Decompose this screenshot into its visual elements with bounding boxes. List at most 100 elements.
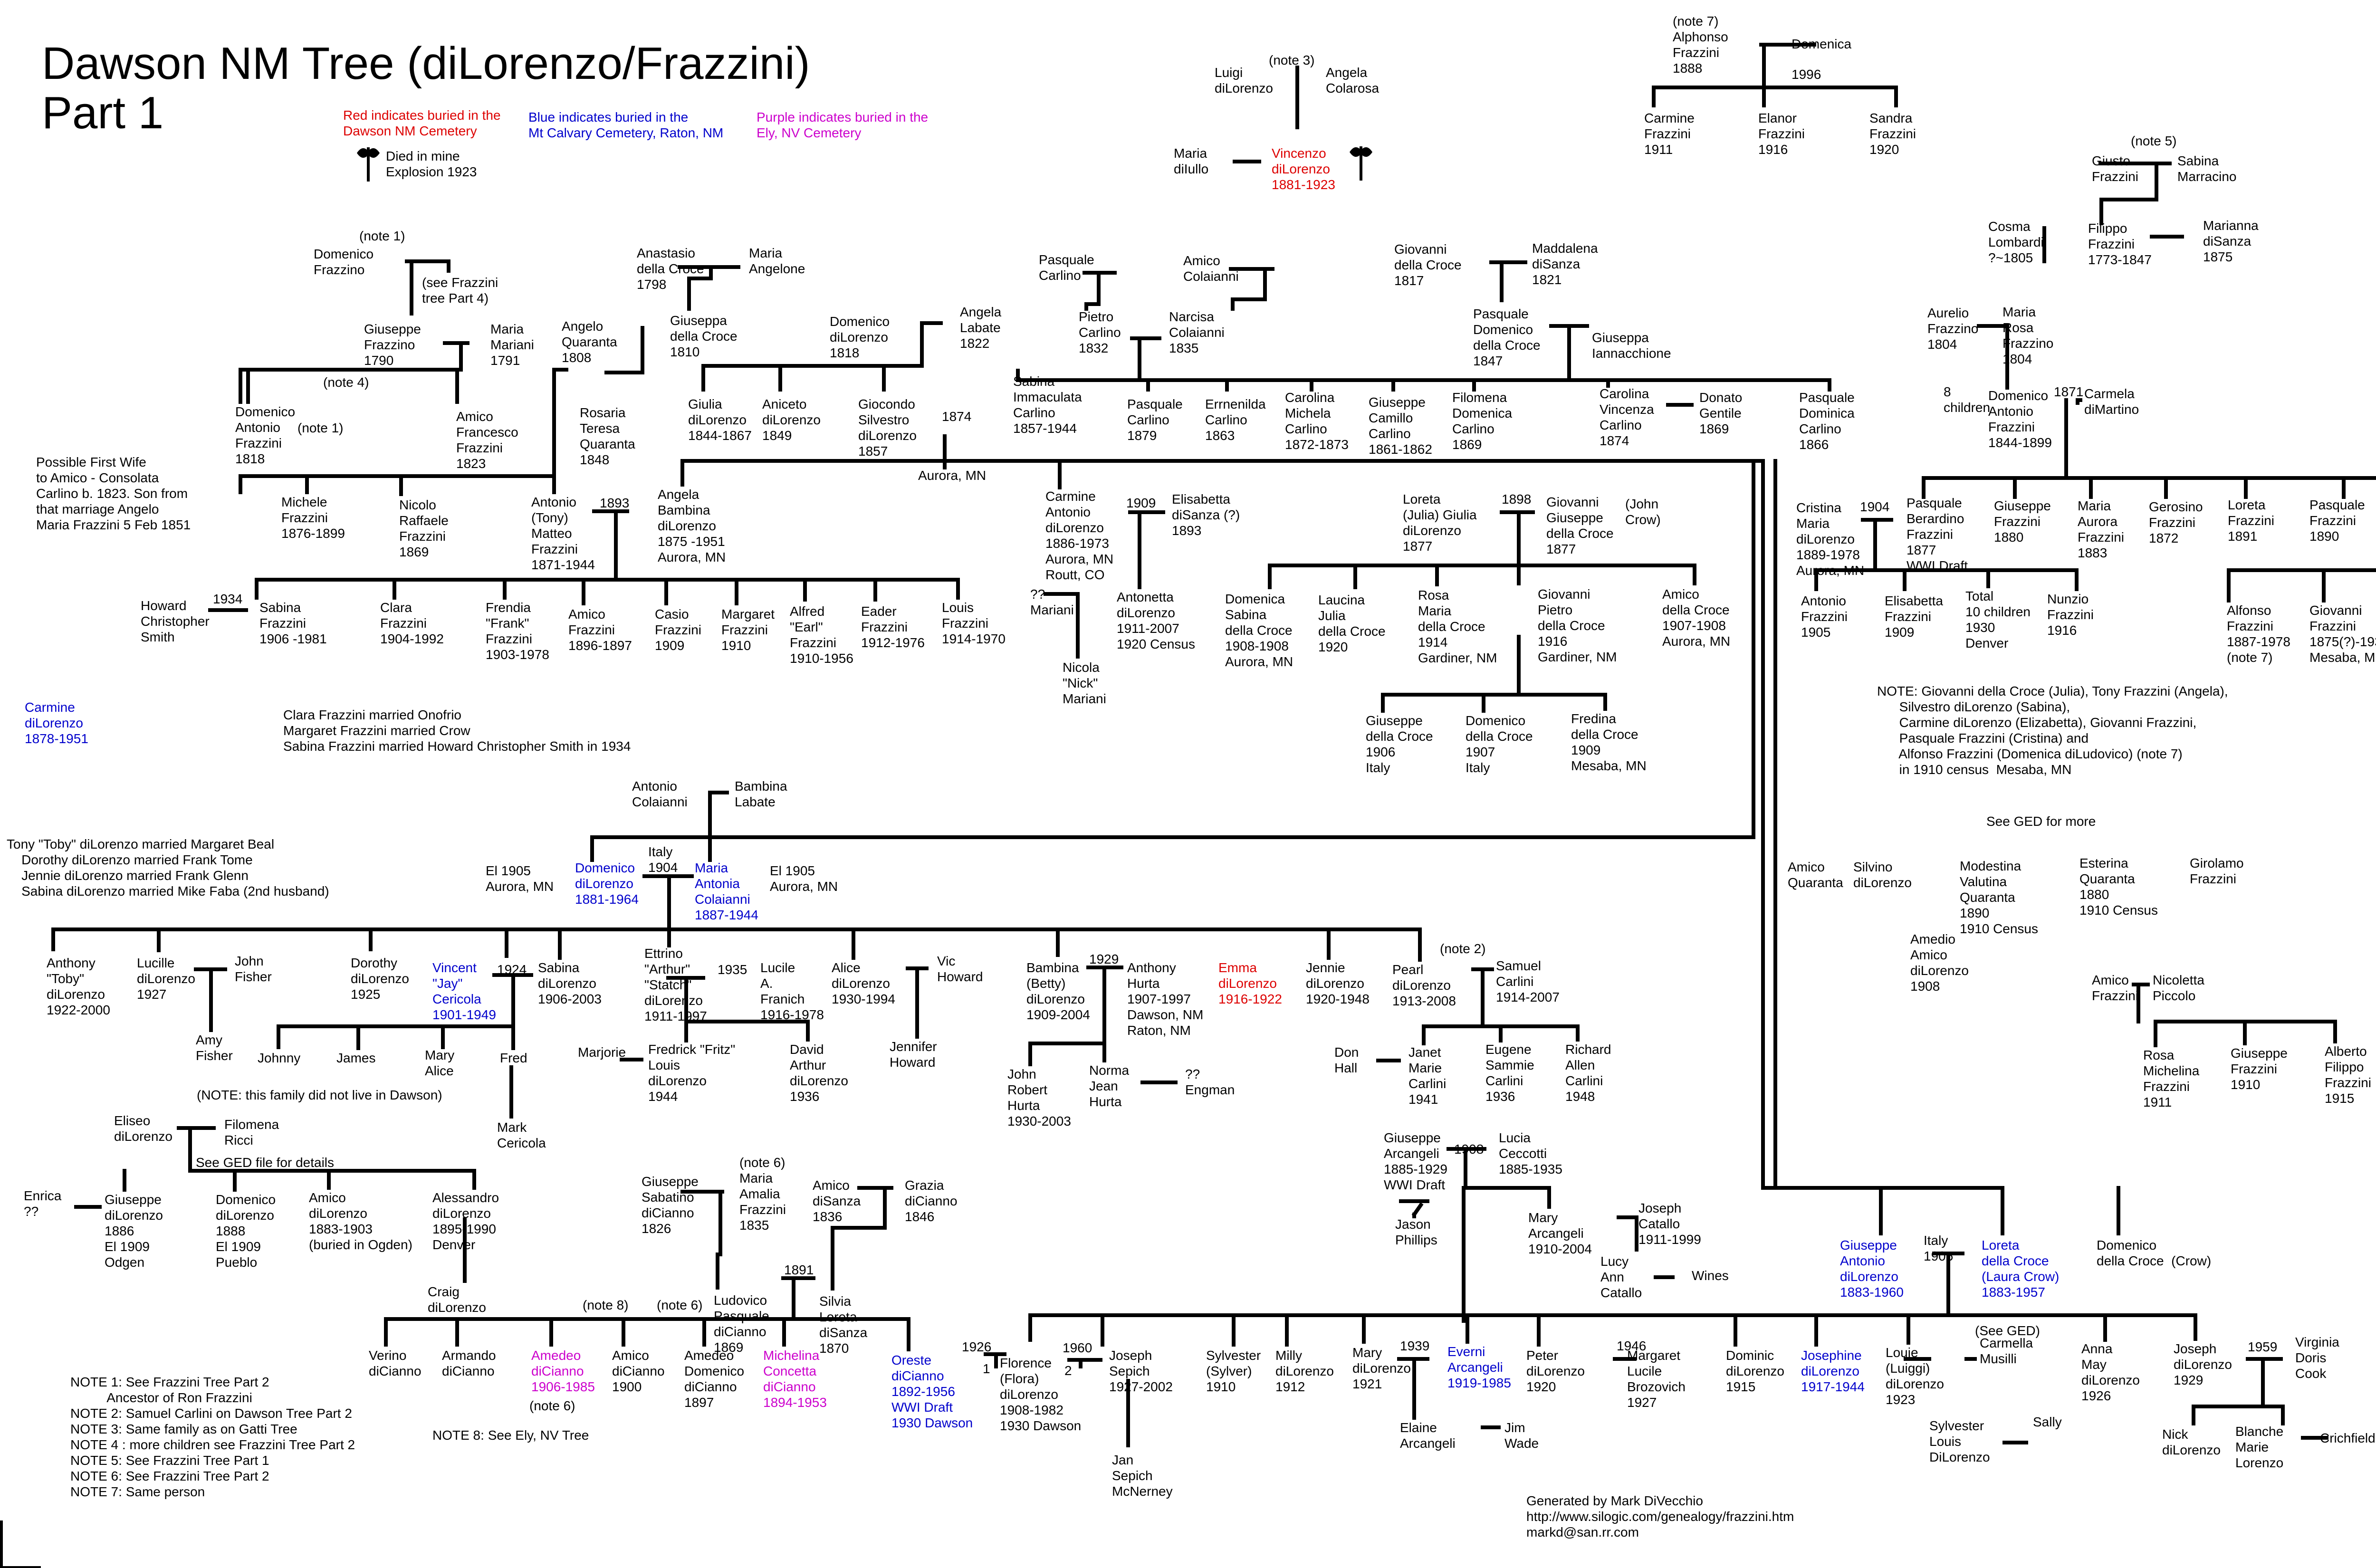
person-label: Girolamo Frazzini <box>2190 856 2244 886</box>
person-label: 1874 <box>942 409 972 424</box>
person-label: Carolina Vincenza Carlino 1874 <box>1600 386 1654 448</box>
person-label: Angela Colarosa <box>1326 65 1380 96</box>
person-label: El 1905 Aurora, MN <box>770 863 838 894</box>
person-label: Bambina Labate <box>735 779 787 809</box>
person-label: Josephine diLorenzo 1917-1944 <box>1801 1348 1865 1394</box>
person-label: Silvino diLorenzo <box>1853 860 1912 890</box>
person-label: Mary diLorenzo 1921 <box>1352 1345 1411 1391</box>
person-label: Amedeo Domenico diCianno 1897 <box>684 1348 745 1410</box>
person-label: Mary Arcangeli 1910-2004 <box>1528 1210 1592 1256</box>
person-label: Fredrick "Fritz" Louis diLorenzo 1944 <box>648 1042 736 1104</box>
person-label: (note 1) <box>359 229 405 243</box>
person-label: (note 6) Maria Amalia Frazzini 1835 <box>739 1155 786 1233</box>
person-label: Sally <box>2033 1415 2062 1429</box>
person-label: Aurelio Frazzino 1804 <box>1927 306 1979 352</box>
person-label: Maddalena diSanza 1821 <box>1532 241 1598 287</box>
person-label: Louie (Luiggi) diLorenzo 1923 <box>1886 1345 1944 1407</box>
person-label: Elaine Arcangeli <box>1400 1420 1456 1451</box>
person-label: Richard Allen Carlini 1948 <box>1565 1042 1611 1104</box>
person-label: (see Frazzini tree Part 4) <box>422 275 498 306</box>
person-label: Giuseppe Camillo Carlino 1861-1862 <box>1369 395 1432 457</box>
person-label: Domenico diLorenzo 1888 El 1909 Pueblo <box>216 1192 276 1270</box>
person-label: 1926 <box>962 1339 992 1354</box>
person-label: Giovanni Pietro della Croce 1916 Gardine… <box>1538 587 1617 664</box>
person-label: See GED for more <box>1986 814 2096 829</box>
person-label: Italy 1905 <box>1924 1233 1954 1263</box>
legend-mine: Died in mine Explosion 1923 <box>386 149 477 179</box>
person-label: Johnny <box>258 1051 301 1065</box>
person-label: Craig diLorenzo <box>428 1284 486 1315</box>
person-label: Filomena Ricci <box>224 1117 279 1147</box>
person-label: Sabina Immaculata Carlino 1857-1944 <box>1013 374 1082 436</box>
person-label: Michelina Concetta diCianno 1894-1953 <box>763 1348 827 1410</box>
person-label: Italy 1904 <box>648 844 678 875</box>
person-label: Lucille diLorenzo 1927 <box>137 956 195 1002</box>
person-label: 1935 <box>718 962 747 977</box>
person-label: 1908 <box>1454 1142 1484 1157</box>
person-label: Carmine diLorenzo 1878-1951 <box>25 700 88 746</box>
person-label: Frendia "Frank" Frazzini 1903-1978 <box>486 600 549 662</box>
person-label: Laucina Julia della Croce 1920 <box>1318 593 1386 654</box>
person-label: Michele Frazzini 1876-1899 <box>281 495 345 541</box>
person-label: (note 8) <box>583 1298 629 1312</box>
person-label: Amico Colaianni <box>1183 253 1239 284</box>
person-label: Antonio Colaianni <box>632 779 688 809</box>
person-label: Maria diIullo <box>1174 146 1209 176</box>
person-label: Milly diLorenzo 1912 <box>1275 1348 1334 1394</box>
person-label: Giovanni della Croce 1817 <box>1394 242 1462 288</box>
person-label: Amico Quaranta <box>1788 860 1843 890</box>
legend-red: Red indicates buried in the Dawson NM Ce… <box>343 108 501 138</box>
person-label: Margaret Frazzini 1910 <box>721 607 775 653</box>
person-label: Aurora, MN <box>918 468 987 483</box>
person-label: Joseph Catallo 1911-1999 <box>1638 1201 1701 1247</box>
person-label: Florence (Flora) diLorenzo 1908-1982 193… <box>1000 1356 1082 1433</box>
person-label: Jim Wade <box>1504 1420 1539 1451</box>
person-label: Jennifer Howard <box>890 1039 937 1070</box>
person-label: Domenico diLorenzo 1818 <box>830 314 890 360</box>
person-label: Loreta (Julia) Giulia diLorenzo 1877 <box>1403 492 1477 554</box>
person-label: Bambina (Betty) diLorenzo 1909-2004 <box>1026 960 1090 1022</box>
person-label: Joseph diLorenzo 1929 <box>2174 1341 2232 1387</box>
person-label: Dominic diLorenzo 1915 <box>1726 1348 1784 1394</box>
person-label: 2 <box>1064 1363 1072 1378</box>
person-label: Giuseppe della Croce 1906 Italy <box>1366 713 1433 775</box>
legend-blue: Blue indicates buried in the Mt Calvary … <box>528 110 724 140</box>
person-label: Giuseppe Arcangeli 1885-1929 WWI Draft <box>1384 1130 1447 1192</box>
person-label: Lucile A. Franich 1916-1978 <box>760 960 824 1022</box>
person-label: 1929 <box>1089 952 1119 966</box>
person-label: 1939 <box>1400 1339 1430 1353</box>
person-label: (NOTE: this family did not live in Dawso… <box>197 1088 442 1102</box>
person-label: Generated by Mark DiVecchio http://www.s… <box>1526 1493 1794 1539</box>
person-label: Fredina della Croce 1909 Mesaba, MN <box>1571 711 1647 773</box>
person-label: Modestina Valutina Quaranta 1890 1910 Ce… <box>1960 859 2039 936</box>
person-label: Alessandro diLorenzo 1895-1990 Denver <box>432 1190 499 1252</box>
person-label: Pasquale Carlino 1879 <box>1127 397 1183 443</box>
person-label: 1946 <box>1617 1339 1647 1353</box>
person-label: Ludovico Pasquale diCianno 1869 <box>714 1293 769 1355</box>
person-label: Peter diLorenzo 1920 <box>1526 1348 1585 1394</box>
person-label: Enrica ?? <box>24 1188 62 1219</box>
person-label: Nunzio Frazzini 1916 <box>2047 592 2094 638</box>
person-label: Fred <box>500 1051 527 1065</box>
person-label: Sandra Frazzini 1920 <box>1869 111 1916 157</box>
person-label: 1960 <box>1063 1340 1092 1355</box>
person-label: Narcisa Colaianni 1835 <box>1169 309 1225 355</box>
person-label: Pasquale Frazzini 1890 <box>2309 497 2365 544</box>
page-subtitle: Part 1 <box>42 87 164 138</box>
person-label: Clara Frazzini married Onofrio Margaret … <box>283 708 631 754</box>
person-label: Nicola "Nick" Mariani <box>1063 660 1106 706</box>
person-label: Elisabetta Frazzini 1909 <box>1885 593 1943 640</box>
person-label: Giusto Frazzini <box>2092 153 2139 184</box>
person-label: Pietro Carlino 1832 <box>1079 309 1121 355</box>
person-label: Carmine Antonio diLorenzo 1886-1973 Auro… <box>1045 489 1114 582</box>
person-label: Donato Gentile 1869 <box>1699 390 1743 436</box>
person-label: 8 children <box>1944 384 1991 415</box>
person-label: Everni Arcangeli 1919-1985 <box>1447 1344 1511 1390</box>
person-label: Amico della Croce 1907-1908 Aurora, MN <box>1662 587 1731 649</box>
person-label: 1924 <box>497 962 527 977</box>
person-label: Cristina Maria diLorenzo 1889-1978 Auror… <box>1796 500 1865 578</box>
person-label: Sabina diLorenzo 1906-2003 <box>538 960 602 1006</box>
person-label: Oreste diCianno 1892-1956 WWI Draft 1930… <box>891 1353 973 1430</box>
person-label: Giovanni Frazzini 1875(?)-1930 Mesaba, M… <box>2309 603 2376 665</box>
